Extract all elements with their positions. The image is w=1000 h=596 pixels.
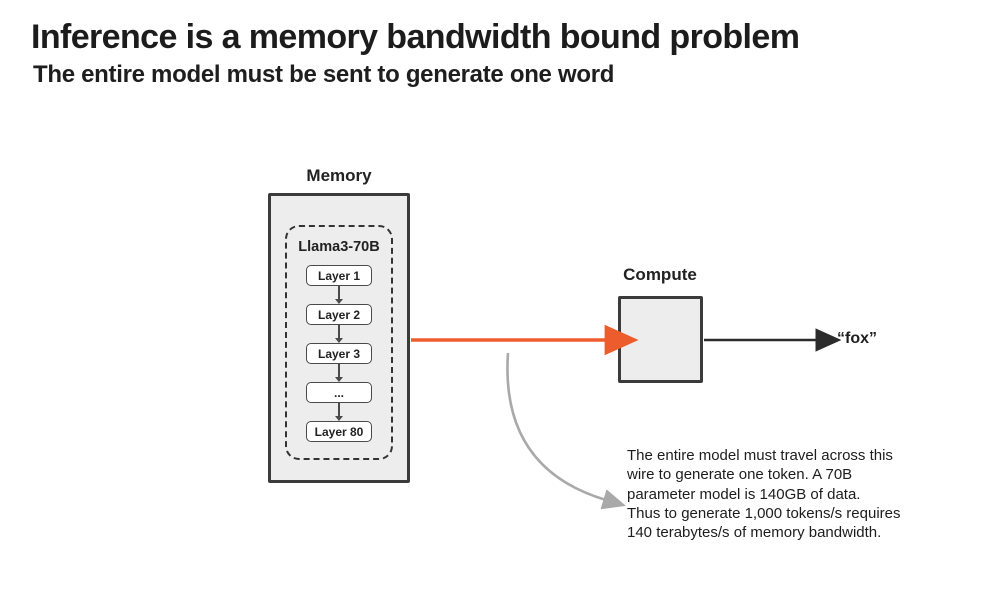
slide-subtitle: The entire model must be sent to generat… [33, 61, 615, 88]
layer-box-2: Layer 2 [306, 304, 372, 325]
output-token-label: “fox” [837, 330, 877, 347]
layer-box-1: Layer 1 [306, 265, 372, 286]
slide-title: Inference is a memory bandwidth bound pr… [31, 18, 800, 56]
layer-box-3: Layer 3 [306, 343, 372, 364]
memory-label: Memory [306, 166, 372, 185]
layer-box-ellipsis: ... [306, 382, 372, 403]
layer-arrow-down-icon [335, 403, 343, 421]
annotation-text: The entire model must travel across this… [627, 447, 901, 542]
layer-arrow-down-icon [335, 286, 343, 304]
model-group-box: Llama3-70B Layer 1 Layer 2 Layer 3 ... L… [285, 225, 393, 460]
annotation-pointer-arrow [506, 352, 626, 510]
layer-arrow-down-icon [335, 325, 343, 343]
compute-box [618, 296, 703, 383]
layer-stack: Layer 1 Layer 2 Layer 3 ... Layer 80 [306, 265, 372, 442]
model-name-label: Llama3-70B [298, 239, 380, 255]
memory-box: Llama3-70B Layer 1 Layer 2 Layer 3 ... L… [268, 193, 410, 483]
layer-arrow-down-icon [335, 364, 343, 382]
layer-box-80: Layer 80 [306, 421, 372, 442]
compute-label: Compute [623, 265, 697, 284]
